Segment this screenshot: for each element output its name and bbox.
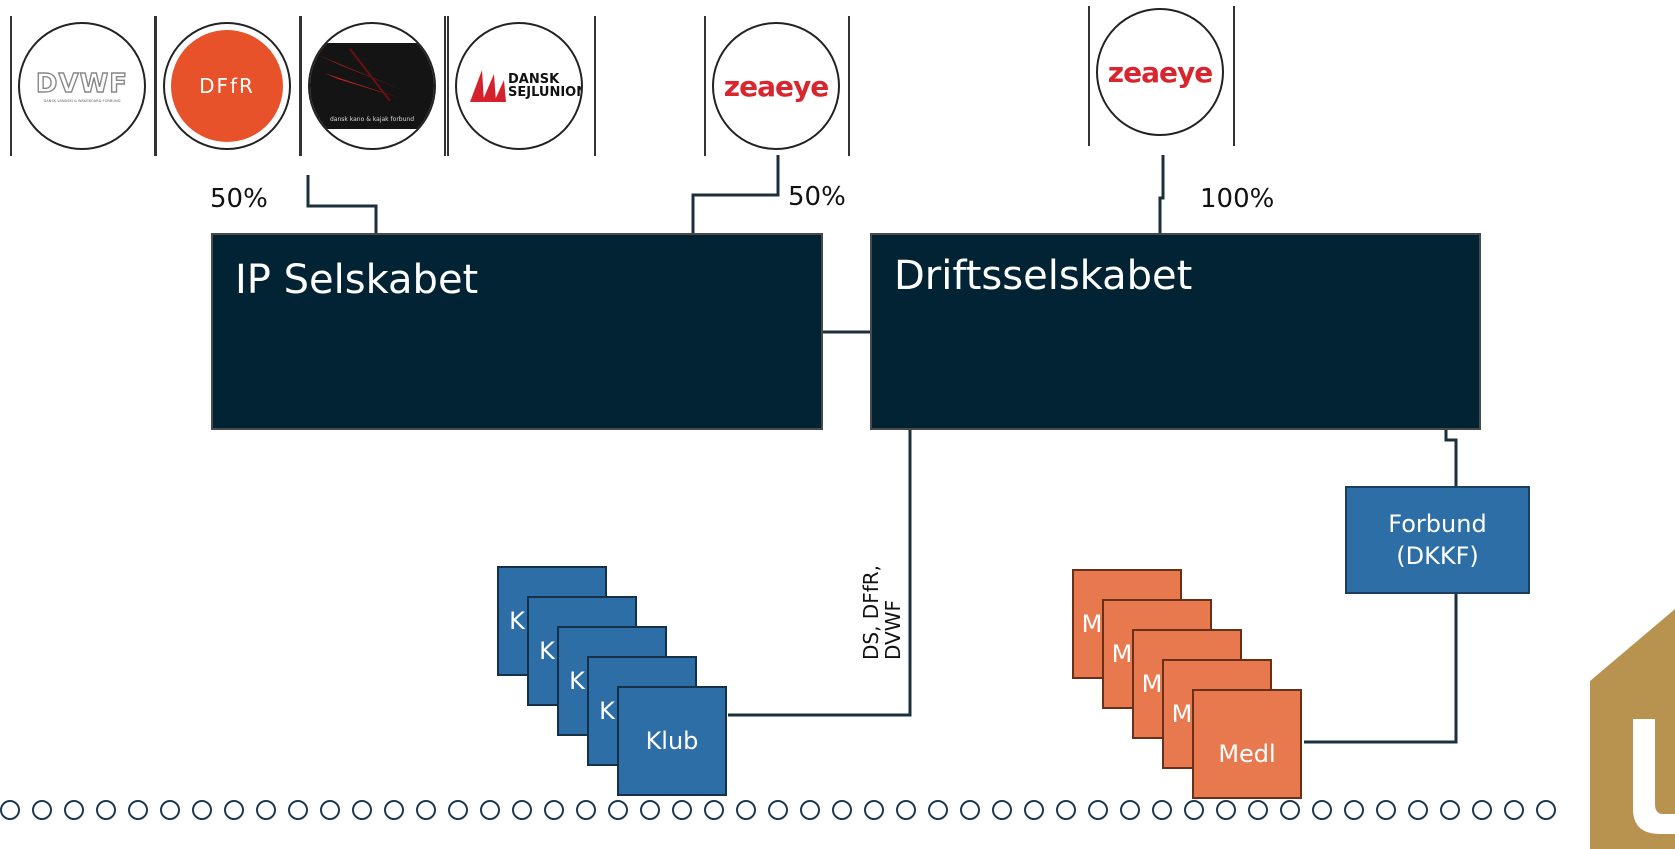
- dvwf-logo-text: DVWF: [35, 68, 129, 99]
- medl-box: Medl: [1192, 689, 1302, 799]
- klub-stack-3-letter: K: [569, 667, 585, 695]
- pct-left: 50%: [210, 184, 268, 214]
- kano-kajak-logo: dansk kano & kajak forbund: [308, 22, 436, 150]
- driftsselskabet-box: Driftsselskabet: [870, 233, 1481, 430]
- kano-logo-text: dansk kano & kajak forbund: [329, 116, 415, 123]
- pct-middle: 50%: [788, 182, 846, 212]
- medl-stack-4-letter: M: [1171, 700, 1193, 728]
- decorative-dot-row: [0, 800, 1556, 820]
- zeaeye-logo-2: zeaeye: [1096, 8, 1224, 136]
- forbund-line2: (DKKF): [1396, 542, 1479, 570]
- sails-icon: [470, 70, 506, 102]
- klub-box: Klub: [617, 686, 727, 796]
- klub-label: Klub: [645, 727, 699, 755]
- dvwf-logo: DVWF DANSK VANDSKI & WAKEBOARD FORBUND: [18, 22, 146, 150]
- medl-label: Medl: [1218, 740, 1276, 768]
- klub-stack-4-letter: K: [599, 697, 615, 725]
- sejlunion-logo-text: DANSK SEJLUNION: [508, 72, 583, 100]
- logo-frame-zeaeye-1: zeaeye: [704, 16, 850, 156]
- forbund-dkkf-box: Forbund (DKKF): [1345, 486, 1530, 594]
- logo-frame-sejlunion: DANSK SEJLUNION: [447, 16, 596, 156]
- medl-stack-3-letter: M: [1141, 670, 1163, 698]
- zeaeye-logo-1: zeaeye: [712, 22, 840, 150]
- logo-frame-zeaeye-2: zeaeye: [1088, 6, 1235, 146]
- gold-brand-shape-icon: [1590, 609, 1675, 849]
- ip-selskabet-box: IP Selskabet: [211, 233, 823, 430]
- zeaeye-logo-2-text: zeaeye: [1107, 55, 1213, 89]
- dffr-logo: DFfR: [163, 22, 291, 150]
- logo-frame-dvwf: DVWF DANSK VANDSKI & WAKEBOARD FORBUND: [10, 16, 156, 156]
- sejlunion-logo: DANSK SEJLUNION: [455, 22, 583, 150]
- medl-stack-1-letter: M: [1081, 610, 1103, 638]
- driftsselskabet-title: Driftsselskabet: [894, 253, 1193, 299]
- pct-right: 100%: [1200, 184, 1275, 214]
- dvwf-logo-subtext: DANSK VANDSKI & WAKEBOARD FORBUND: [43, 99, 121, 103]
- dffr-logo-text: DFfR: [199, 74, 255, 98]
- klub-stack-1-letter: K: [509, 607, 525, 635]
- forbund-line1: Forbund: [1388, 510, 1487, 538]
- kano-swoosh-icon: [318, 48, 405, 102]
- ip-selskabet-title: IP Selskabet: [235, 257, 479, 303]
- logo-frame-dffr: DFfR: [155, 16, 301, 156]
- zeaeye-logo-1-text: zeaeye: [723, 69, 829, 103]
- klub-stack-2-letter: K: [539, 637, 555, 665]
- medl-stack-2-letter: M: [1111, 640, 1133, 668]
- logo-frame-kano: dansk kano & kajak forbund: [300, 16, 446, 156]
- edge-label-ds-dffr-dvwf: DS, DFfR, DVWF: [859, 564, 905, 660]
